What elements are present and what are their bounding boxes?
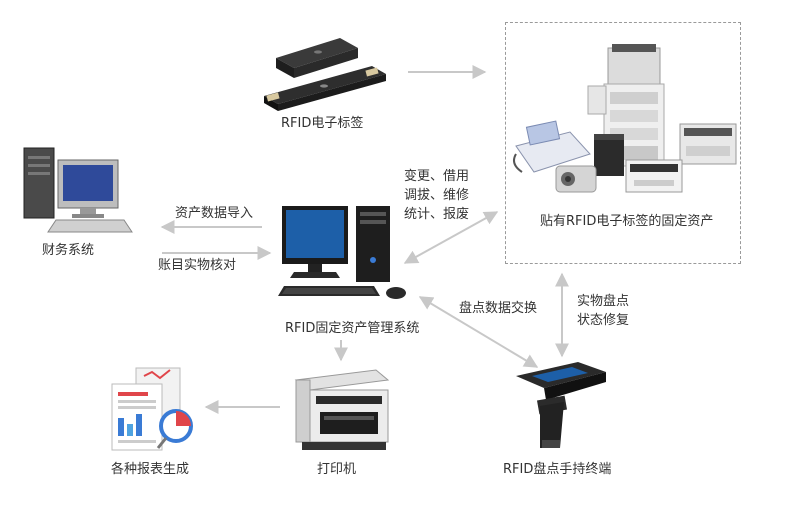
management-label: RFID固定资产管理系统 — [285, 321, 420, 336]
arrow-exchange — [418, 296, 539, 368]
handheld-terminal-icon — [516, 362, 606, 448]
arrow-ops — [403, 211, 499, 264]
rfid-tag-label: RFID电子标签 — [281, 116, 364, 131]
exchange-label: 盘点数据交换 — [459, 301, 538, 316]
printer-label: 打印机 — [317, 462, 357, 477]
ops-line2: 调拔、维修 — [404, 188, 470, 203]
printer-icon — [294, 369, 390, 450]
reports-icon — [111, 367, 193, 451]
management-computer-icon — [278, 206, 406, 299]
fixed-assets-label: 贴有RFID电子标签的固定资产 — [540, 214, 714, 229]
office-equipment-icon — [513, 44, 737, 193]
fixed-assets-box — [505, 22, 741, 264]
inventory-line1: 实物盘点 — [577, 294, 630, 309]
finance-label: 财务系统 — [42, 243, 95, 258]
handheld-label: RFID盘点手持终端 — [503, 462, 612, 477]
reports-label: 各种报表生成 — [111, 462, 190, 477]
finance-computer-icon — [23, 147, 133, 233]
ops-line3: 统计、报废 — [404, 207, 470, 222]
inventory-line2: 状态修复 — [577, 313, 630, 328]
ops-line1: 变更、借用 — [404, 169, 470, 184]
reconcile-label: 账目实物核对 — [158, 258, 237, 273]
import-label: 资产数据导入 — [175, 206, 254, 221]
rfid-tag-icon — [264, 38, 386, 111]
